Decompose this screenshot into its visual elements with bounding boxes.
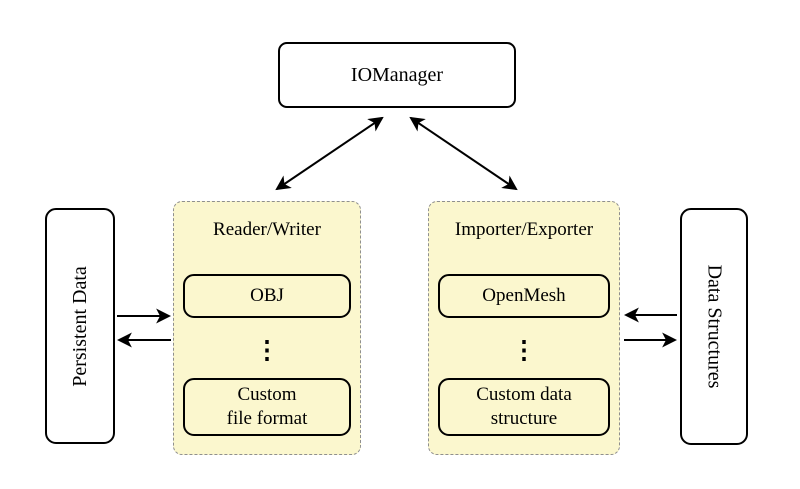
arrow-iomanager-importerexporter [409, 116, 518, 191]
node-openmesh: OpenMesh [438, 274, 610, 318]
openmesh-label: OpenMesh [482, 285, 566, 307]
persistent-data-label: Persistent Data [68, 265, 91, 387]
vertical-ellipsis-icon: ⋮ [254, 337, 280, 364]
iomanager-label: IOManager [350, 63, 444, 86]
vertical-ellipsis-icon: ⋮ [511, 337, 537, 364]
group-reader-writer: Reader/Writer OBJ ⋮ Custom file format [173, 201, 361, 455]
custom-file-format-line2: file format [226, 408, 308, 429]
node-obj: OBJ [183, 274, 351, 318]
node-iomanager: IOManager [278, 42, 516, 108]
node-data-structures: Data Structures [680, 208, 748, 445]
reader-writer-title: Reader/Writer [213, 219, 321, 240]
node-custom-file-format: Custom file format [183, 378, 351, 436]
custom-data-structure-line2: structure [490, 408, 558, 429]
custom-data-structure-line1: Custom data [476, 384, 572, 406]
custom-file-format-line1: Custom [237, 384, 297, 406]
node-persistent-data: Persistent Data [45, 208, 115, 444]
data-structures-label: Data Structures [703, 264, 726, 389]
group-importer-exporter: Importer/Exporter OpenMesh ⋮ Custom data… [428, 201, 620, 455]
node-custom-data-structure: Custom data structure [438, 378, 610, 436]
arrow-iomanager-readerwriter [275, 116, 384, 191]
importer-exporter-title: Importer/Exporter [454, 219, 594, 240]
obj-label: OBJ [250, 285, 284, 307]
